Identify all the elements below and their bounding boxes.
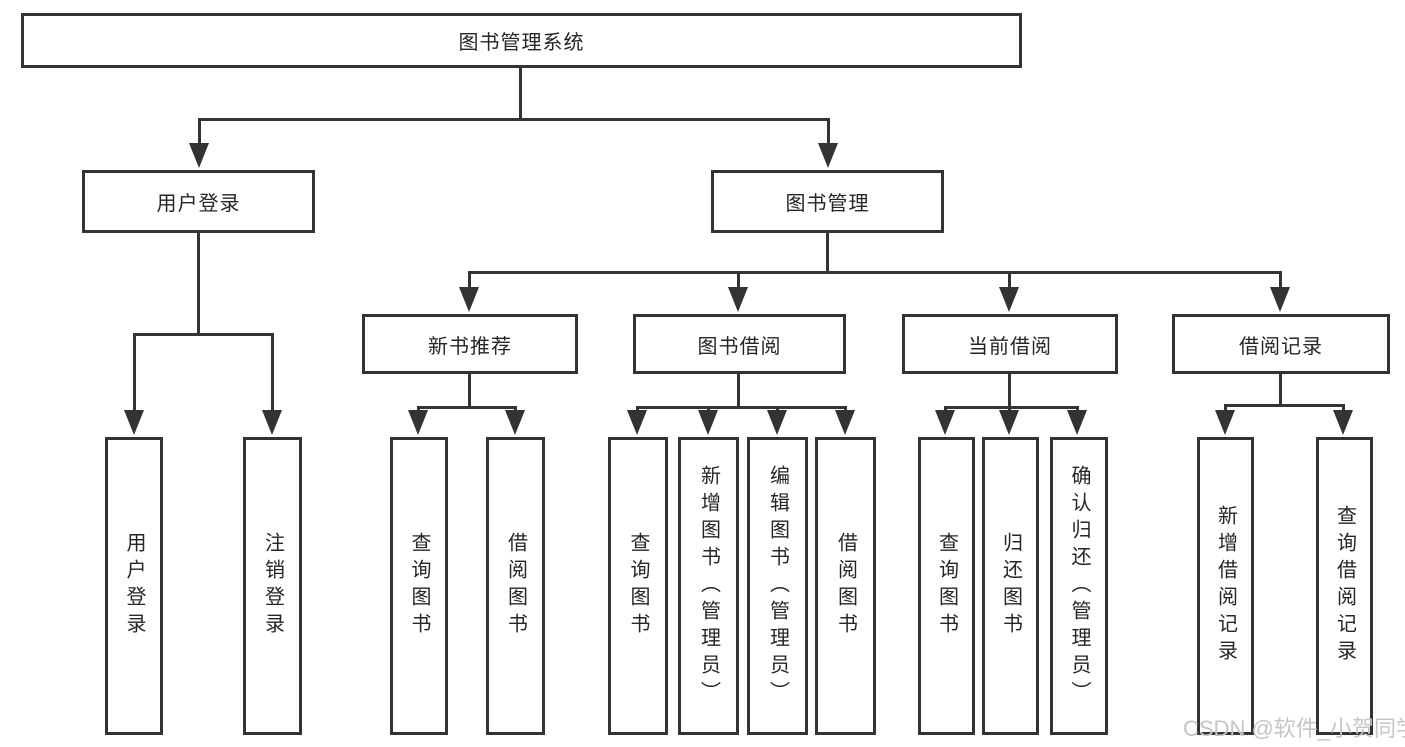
leaf-query-books-borrow-label: 查询图书 [627,532,649,640]
arrowhead-down-icon [835,410,855,435]
leaf-user-login: 用户登录 [105,437,163,735]
leaf-query-borrow-record-label: 查询借阅记录 [1333,505,1356,667]
leaf-borrow-books-label: 借阅图书 [834,532,857,640]
arrowhead-down-icon [728,287,748,312]
arrowhead-down-icon [459,287,479,312]
leaf-query-books-borrow: 查询图书 [608,437,668,735]
connector-newrec-stem [468,374,471,409]
leaf-borrow-books-newrec: 借阅图书 [486,437,545,735]
connector-bookmgmt-drop-1 [468,271,471,291]
connector-records-stem [1279,374,1282,407]
leaf-query-books-newrec: 查询图书 [390,437,448,735]
connector-current-stem [1008,374,1011,409]
arrowhead-down-icon [408,410,428,435]
connector-root-drop-right [827,118,830,150]
node-borrow-records-label: 借阅记录 [1239,335,1323,358]
leaf-edit-books-admin: 编辑图书（管理员） [747,437,808,735]
arrowhead-down-icon [189,143,209,168]
connector-root-bar [198,118,830,121]
leaf-add-books-admin-label: 新增图书（管理员） [697,464,720,708]
leaf-confirm-return-admin-label: 确认归还（管理员） [1068,464,1090,708]
leaf-edit-books-admin-label: 编辑图书（管理员） [766,464,789,708]
node-new-book-recommend: 新书推荐 [362,314,578,374]
connector-records-bar [1224,404,1344,407]
leaf-confirm-return-admin: 确认归还（管理员） [1050,437,1108,735]
leaf-return-books: 归还图书 [982,437,1039,735]
arrowhead-down-icon [999,410,1019,435]
arrowhead-down-icon [262,410,282,435]
connector-userlogin-bar [133,333,274,336]
node-root-label: 图书管理系统 [458,32,585,54]
node-root: 图书管理系统 [21,13,1022,68]
leaf-return-books-label: 归还图书 [999,532,1022,640]
arrowhead-down-icon [1333,410,1353,435]
leaf-logout: 注销登录 [243,437,302,735]
arrowhead-down-icon [124,410,144,435]
leaf-query-books-newrec-label: 查询图书 [408,532,430,640]
leaf-borrow-books-newrec-label: 借阅图书 [504,532,527,640]
node-current-borrow: 当前借阅 [902,314,1118,374]
leaf-query-books-current: 查询图书 [918,437,975,735]
connector-userlogin-drop-2 [271,333,274,418]
node-borrow-records: 借阅记录 [1172,314,1390,374]
connector-newrec-bar [417,406,517,409]
arrowhead-down-icon [627,410,647,435]
watermark: CSDN @软件_小贺同学 [1183,716,1405,741]
node-user-login-label: 用户登录 [156,193,241,215]
node-book-management: 图书管理 [711,170,944,233]
arrowhead-down-icon [767,410,787,435]
leaf-add-borrow-record: 新增借阅记录 [1197,437,1254,735]
connector-userlogin-drop-1 [133,333,136,418]
arrowhead-down-icon [999,287,1019,312]
connector-userlogin-stem [197,232,200,335]
connector-root-stem [519,68,522,120]
arrowhead-down-icon [1067,410,1087,435]
leaf-logout-label: 注销登录 [261,532,284,640]
arrowhead-down-icon [818,143,838,168]
node-new-book-recommend-label: 新书推荐 [428,335,512,358]
node-book-borrow: 图书借阅 [633,314,846,374]
node-book-management-label: 图书管理 [785,193,870,215]
arrowhead-down-icon [1215,410,1235,435]
node-user-login: 用户登录 [82,170,315,233]
node-current-borrow-label: 当前借阅 [968,335,1052,358]
arrowhead-down-icon [698,410,718,435]
connector-root-drop-left [198,118,201,150]
arrowhead-down-icon [935,410,955,435]
leaf-borrow-books: 借阅图书 [815,437,876,735]
connector-bookmgmt-stem [826,233,829,274]
connector-bookmgmt-drop-4 [1279,271,1282,291]
connector-current-bar [944,406,1078,409]
leaf-add-borrow-record-label: 新增借阅记录 [1214,505,1237,667]
connector-borrow-bar [636,406,846,409]
leaf-query-borrow-record: 查询借阅记录 [1316,437,1373,735]
leaf-add-books-admin: 新增图书（管理员） [678,437,739,735]
connector-bookmgmt-bar [468,271,1282,274]
leaf-query-books-current-label: 查询图书 [935,532,958,640]
connector-bookmgmt-drop-3 [1008,271,1011,291]
arrowhead-down-icon [505,410,525,435]
arrowhead-down-icon [1270,287,1290,312]
leaf-user-login-label: 用户登录 [123,532,145,640]
node-book-borrow-label: 图书借阅 [697,335,782,358]
connector-borrow-stem [737,374,740,409]
connector-bookmgmt-drop-2 [737,271,740,291]
